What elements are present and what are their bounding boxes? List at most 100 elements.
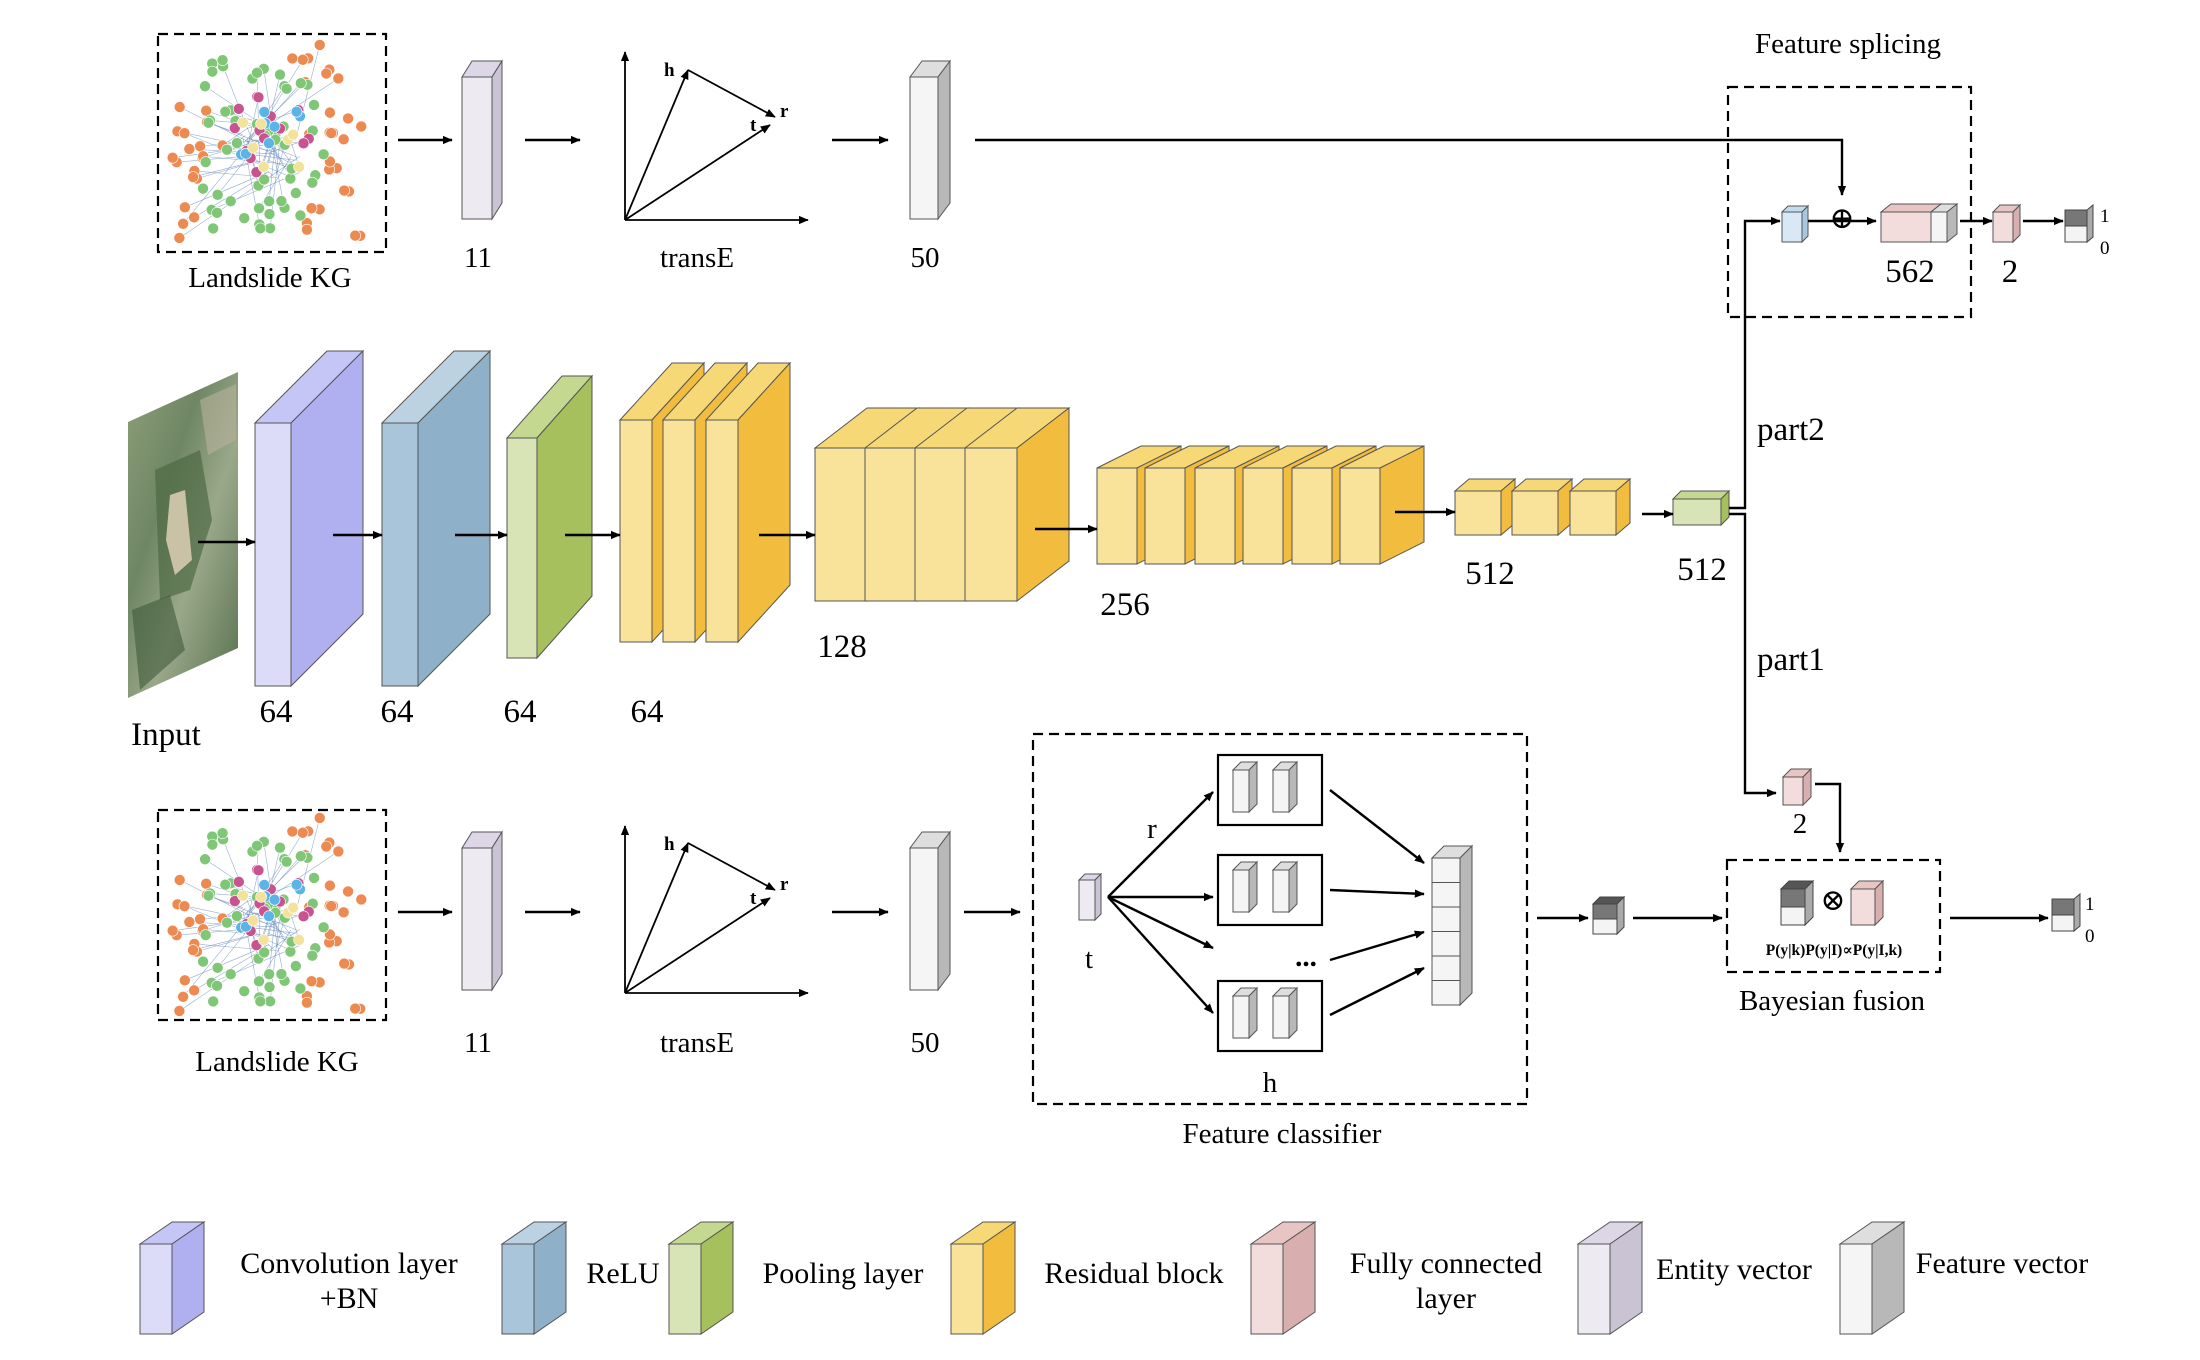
part1-path: [1729, 512, 1777, 798]
classifier-title: Feature classifier: [1183, 1118, 1382, 1150]
arrow: [1107, 896, 1214, 1014]
fc-cube: [1849, 879, 1885, 927]
kg-branch-top: Landslide KG 11 h r t transE 50: [156, 32, 1847, 294]
arrow: [1329, 930, 1425, 962]
fc-cube: [1781, 767, 1813, 807]
kg-caption-top: Landslide KG: [188, 262, 352, 294]
output-probability-top: [2064, 203, 2094, 244]
concat-fc-layer: [1879, 202, 1959, 244]
classifier-probability: [1591, 895, 1626, 936]
legend-swatch: [949, 1221, 1017, 1335]
feature-vector-bottom: [909, 830, 951, 992]
cnn-arrows: [198, 507, 1674, 547]
legend-swatch: [1838, 1221, 1906, 1335]
part2-label: part2: [1757, 412, 1825, 448]
pair-vector: [1231, 860, 1259, 914]
entity-vector-top: [461, 59, 503, 221]
legend-swatch: [1249, 1221, 1317, 1335]
legend-conv-label2: +BN: [320, 1282, 379, 1315]
legend-conv-label: Convolution layer: [240, 1247, 457, 1280]
t-label: t: [750, 888, 757, 909]
legend: Convolution layer +BN ReLU Pooling layer…: [138, 1221, 2088, 1335]
r-label: r: [1147, 813, 1157, 845]
classifier-frame: [1031, 732, 1529, 1106]
input-satellite-image: [128, 372, 238, 698]
transe-label-bottom: transE: [660, 1027, 734, 1059]
kg-branch-bottom: Landslide KG 11 h r t transE 50: [156, 808, 1021, 1078]
kg-caption-bottom: Landslide KG: [195, 1046, 359, 1078]
product-symbol: ⊗: [1820, 884, 1845, 917]
concat-symbol: ⊕: [1829, 202, 1854, 235]
feature-vector: [909, 59, 951, 221]
part1-fc-cube: [1781, 767, 1813, 807]
arrow: [1107, 895, 1214, 950]
stack-cell: [1431, 955, 1461, 981]
part2-path: [1729, 216, 1781, 510]
legend-swatch: [138, 1221, 206, 1335]
arrow-to-fusion: [1815, 782, 1845, 853]
legend-res-label: Residual block: [1044, 1257, 1223, 1290]
transe-label-top: transE: [660, 242, 734, 274]
fc-output-cube: [1991, 203, 2022, 244]
r-label: r: [780, 874, 789, 895]
pair-vector: [1271, 986, 1299, 1040]
dim-res-256: 256: [1100, 587, 1150, 623]
entity-vector: [461, 830, 503, 992]
legend-fc-label2: layer: [1416, 1282, 1476, 1315]
fusion-title: Bayesian fusion: [1739, 985, 1926, 1017]
tail-entity-vector: [1077, 872, 1103, 922]
part1-dim: 2: [1793, 808, 1808, 840]
stack-cell: [1431, 980, 1461, 1006]
kg-frame-bottom: [156, 808, 388, 1022]
feature-classifier: Feature classifier t r ... h: [1031, 732, 1723, 1150]
knowledge-graph-image: [166, 812, 368, 1017]
h-label: h: [664, 60, 675, 81]
residual-block-512: [1568, 477, 1632, 537]
feature-dim-bottom: 50: [911, 1027, 940, 1059]
residual-block-512: [1453, 477, 1517, 537]
stack-cell: [1431, 931, 1461, 957]
cnn-backbone: Input 64 64 64 64 128 256 512 512 part2 …: [128, 216, 1825, 798]
entity-dim-bottom: 11: [464, 1027, 492, 1059]
class-zero-bottom: 0: [2085, 926, 2095, 947]
fusion-frame: [1725, 858, 1942, 974]
t-label: t: [1085, 943, 1093, 975]
pair-vector: [1231, 986, 1259, 1040]
transe-plot-bottom: h r t: [620, 825, 809, 998]
part1-label: part1: [1757, 642, 1825, 678]
entity-dim-top: 11: [464, 242, 492, 274]
r-label: r: [780, 101, 789, 122]
splicing-title: Feature splicing: [1755, 28, 1941, 60]
stack-cell: [1431, 882, 1461, 908]
dim-res-64: 64: [631, 694, 664, 730]
residual-block-512: [1510, 477, 1574, 537]
legend-swatch: [1576, 1221, 1644, 1335]
class-one-bottom: 1: [2085, 894, 2095, 915]
class-one-top: 1: [2100, 206, 2110, 227]
dim-pool: 64: [504, 694, 537, 730]
splicing-frame: [1726, 85, 1973, 319]
entity-vector: [461, 59, 503, 221]
pair-vector: [1231, 760, 1259, 814]
dim-res-512: 512: [1465, 556, 1515, 592]
feature-splicing: Feature splicing ⊕ 562 2 1 0: [1726, 28, 2110, 319]
legend-swatches: [138, 1221, 1906, 1335]
legend-pool-label: Pooling layer: [763, 1257, 924, 1290]
stack-cell: [1431, 857, 1461, 883]
feature-vector-top: [909, 59, 951, 221]
t-label: t: [750, 115, 757, 136]
feature-part: [1929, 202, 1959, 244]
tail-vector: [1077, 872, 1103, 922]
h-label: h: [1263, 1067, 1278, 1099]
dim-pool-512: 512: [1677, 552, 1727, 588]
bayes-formula: P(y|k)P(y|I)∝P(y|I,k): [1766, 942, 1902, 959]
arrow: [1329, 888, 1425, 898]
conv-bn-block: [253, 349, 365, 688]
dim-conv: 64: [260, 694, 293, 730]
legend-swatch: [500, 1221, 568, 1335]
fusion-prob-cube: [1779, 879, 1815, 927]
pair-vectors: [1231, 760, 1299, 1040]
legend-feature-label: Feature vector: [1916, 1247, 2088, 1280]
bayesian-fusion: 2 ⊗ P(y|k)P(y|I)∝P(y|I,k) Bayesian fusio…: [1725, 767, 2095, 1017]
fusion-fc-cube: [1849, 879, 1885, 927]
